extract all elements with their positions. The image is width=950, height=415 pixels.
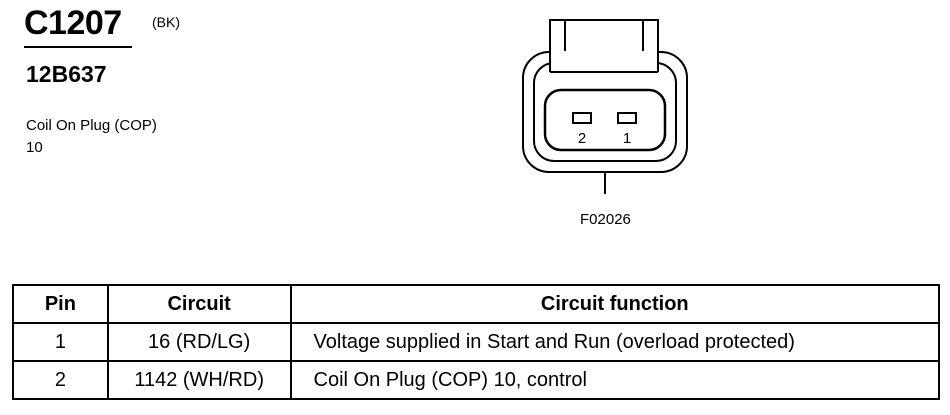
pin-cell: 1 xyxy=(12,322,109,362)
table-header-row: Pin Circuit Circuit function xyxy=(12,284,941,324)
component-number: 10 xyxy=(26,139,43,156)
title-underline xyxy=(24,46,132,48)
pin-label-2: 2 xyxy=(578,130,586,147)
column-header-circuit-function: Circuit function xyxy=(289,284,941,324)
component-description: Coil On Plug (COP) 10 xyxy=(26,115,157,159)
circuit-cell: 16 (RD/LG) xyxy=(106,322,292,362)
column-header-circuit: Circuit xyxy=(106,284,292,324)
connector-face-diagram: 2 1 xyxy=(522,19,688,194)
color-code: (BK) xyxy=(152,14,180,30)
terminal-pin-1 xyxy=(617,112,637,124)
connector-id: C1207 xyxy=(24,4,122,42)
pin-cavity xyxy=(543,88,667,152)
figure-code: F02026 xyxy=(580,211,631,228)
pin-cell: 2 xyxy=(12,360,109,400)
table-row: 2 1142 (WH/RD) Coil On Plug (COP) 10, co… xyxy=(12,360,941,400)
component-name: Coil On Plug (COP) xyxy=(26,117,157,134)
pin-label-1: 1 xyxy=(623,130,631,147)
circuit-cell: 1142 (WH/RD) xyxy=(106,360,292,400)
column-header-pin: Pin xyxy=(12,284,109,324)
circuit-function-cell: Coil On Plug (COP) 10, control xyxy=(289,360,941,400)
table-row: 1 16 (RD/LG) Voltage supplied in Start a… xyxy=(12,322,941,362)
terminal-pin-2 xyxy=(572,112,592,124)
pinout-table: Pin Circuit Circuit function 1 16 (RD/LG… xyxy=(12,284,941,400)
part-number: 12B637 xyxy=(26,61,107,87)
circuit-function-cell: Voltage supplied in Start and Run (overl… xyxy=(289,322,941,362)
